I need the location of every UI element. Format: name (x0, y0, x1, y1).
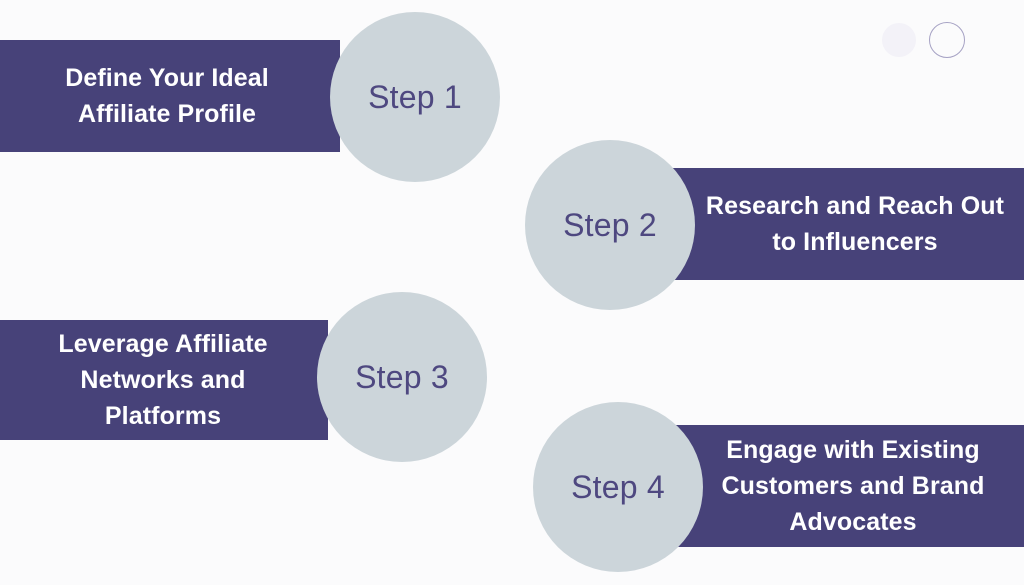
step-4-badge-circle: Step 4 (533, 402, 703, 572)
step-2-badge-label: Step 2 (563, 207, 657, 243)
step-2-bar: Research and Reach Out to Influencers (660, 168, 1024, 280)
step-4-badge-label: Step 4 (571, 469, 665, 505)
step-1-badge-label: Step 1 (368, 79, 462, 115)
step-3-bar: Leverage Affiliate Networks and Platform… (0, 320, 328, 440)
step-4-bar: Engage with Existing Customers and Brand… (665, 425, 1024, 547)
step-1-badge-circle: Step 1 (330, 12, 500, 182)
decorative-outlined-dot (929, 22, 965, 58)
step-3-badge-circle: Step 3 (317, 292, 487, 462)
step-1-bar: Define Your Ideal Affiliate Profile (0, 40, 340, 152)
step-3-badge-label: Step 3 (355, 359, 449, 395)
step-2-title: Research and Reach Out to Influencers (705, 191, 1005, 256)
step-3-title: Leverage Affiliate Networks and Platform… (58, 329, 268, 431)
step-2-badge-circle: Step 2 (525, 140, 695, 310)
step-4-title: Engage with Existing Customers and Brand… (721, 435, 985, 537)
decorative-filled-dot (882, 23, 916, 57)
step-1-title: Define Your Ideal Affiliate Profile (65, 63, 269, 128)
